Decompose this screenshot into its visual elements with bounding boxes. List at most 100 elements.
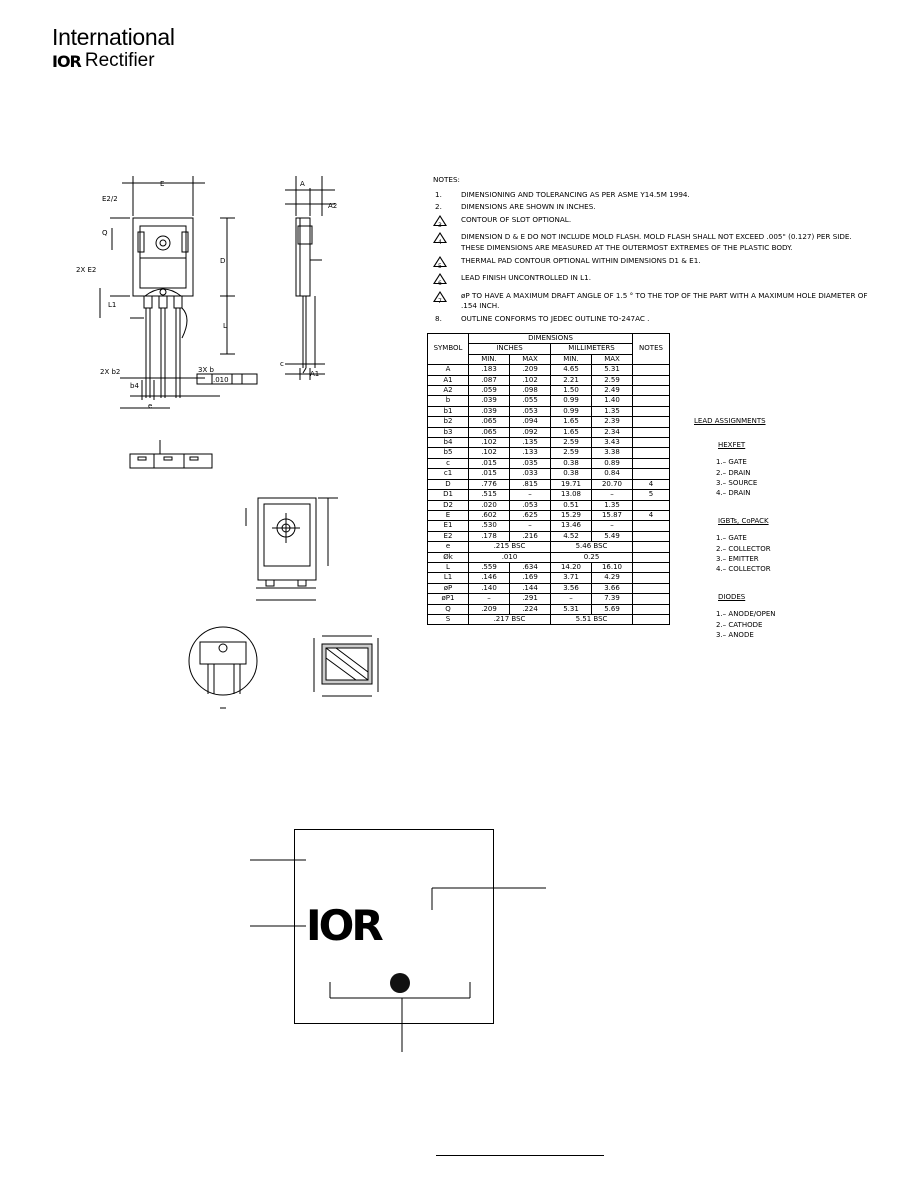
table-cell: .140: [468, 582, 510, 595]
lead-group-title: DIODES: [718, 593, 746, 602]
th-notes: NOTES: [632, 332, 670, 366]
table-cell: b3: [427, 426, 469, 439]
th-mm-max: MAX: [591, 353, 633, 366]
table-cell: 4.29: [591, 572, 633, 584]
note-text: THERMAL PAD CONTOUR OPTIONAL WITHIN DIME…: [461, 255, 701, 265]
table-cell: 20.70: [591, 478, 633, 491]
table-cell: øP: [427, 582, 469, 595]
note-text: CONTOUR OF SLOT OPTIONAL.: [461, 214, 572, 224]
table-cell: b2: [427, 416, 469, 428]
table-cell: .020: [468, 499, 510, 511]
th-mm: MILLIMETERS: [550, 343, 633, 355]
table-cell: 5.51 BSC: [550, 613, 633, 626]
table-cell: .015: [468, 457, 510, 470]
table-cell: 4: [632, 478, 670, 491]
dim-label-e: e: [148, 402, 152, 410]
table-cell: .094: [509, 416, 551, 428]
table-cell: 0.84: [591, 468, 633, 480]
lead-group-title: IGBTs, CoPACK: [718, 517, 769, 526]
lead-group-title: HEXFET: [718, 441, 746, 450]
table-cell: [632, 561, 670, 574]
note-text: øP TO HAVE A MAXIMUM DRAFT ANGLE OF 1.5 …: [461, 290, 868, 311]
table-cell: .087: [468, 374, 510, 387]
table-cell: D: [427, 478, 469, 491]
table-cell: c: [427, 457, 469, 470]
note-text: LEAD FINISH UNCONTROLLED IN L1.: [461, 273, 592, 283]
table-cell: .055: [509, 395, 551, 407]
note-text: OUTLINE CONFORMS TO JEDEC OUTLINE TO-247…: [461, 313, 650, 323]
table-cell: øP1: [427, 593, 469, 605]
note-number: 3: [433, 214, 461, 231]
marking-dot: [390, 973, 410, 993]
dim-label-b2: 2X b2: [100, 368, 120, 376]
table-cell: [632, 499, 670, 511]
notes-header: NOTES:: [433, 175, 460, 184]
table-cell: .146: [468, 572, 510, 584]
lead-item: 3.– SOURCE: [716, 478, 758, 487]
table-cell: [632, 582, 670, 595]
package-outline-drawing: E E2/2 Q D 2X E2 L1 L 2X b2 3X b b4 .010…: [76, 176, 379, 709]
table-cell: 0.25: [550, 551, 633, 563]
table-cell: 1.50: [550, 385, 592, 397]
dim-label-A2: A2: [328, 202, 337, 210]
table-cell: .144: [509, 582, 551, 595]
note-number: 5: [433, 255, 461, 272]
table-cell: .135: [509, 437, 551, 449]
note-item: 2.DIMENSIONS ARE SHOWN IN INCHES.: [433, 202, 873, 213]
table-cell: .224: [509, 603, 551, 615]
table-cell: 4.52: [550, 530, 592, 543]
table-cell: e: [427, 541, 469, 553]
table-cell: [632, 426, 670, 439]
table-cell: [632, 603, 670, 615]
table-cell: 7.39: [591, 593, 633, 605]
table-cell: A1: [427, 374, 469, 387]
table-cell: b4: [427, 437, 469, 449]
table-cell: .102: [509, 374, 551, 387]
table-cell: [632, 457, 670, 470]
table-cell: 3.38: [591, 447, 633, 459]
table-cell: S: [427, 613, 469, 626]
brand-name-line1: International: [52, 24, 175, 50]
table-cell: [632, 572, 670, 584]
table-cell: [632, 541, 670, 553]
dim-label-Q: Q: [102, 229, 108, 237]
dim-label-c: c: [280, 360, 284, 368]
table-cell: 0.99: [550, 405, 592, 418]
table-cell: b1: [427, 405, 469, 418]
table-cell: 14.20: [550, 561, 592, 574]
table-cell: D1: [427, 489, 469, 501]
table-cell: .215 BSC: [468, 541, 551, 553]
table-row: E1.530–13.46–: [427, 520, 670, 532]
front-view: [99, 176, 258, 409]
table-cell: [632, 520, 670, 532]
dim-label-E2half: E2/2: [102, 195, 118, 203]
footer-rule: [436, 1155, 604, 1156]
table-cell: .035: [509, 457, 551, 470]
note-number: 4: [433, 232, 461, 248]
table-cell: 5.46 BSC: [550, 541, 633, 553]
lead-item: 2.– COLLECTOR: [716, 544, 771, 553]
table-cell: .065: [468, 426, 510, 439]
table-cell: [632, 385, 670, 397]
note-text: DIMENSIONING AND TOLERANCING AS PER ASME…: [461, 189, 690, 199]
pad-view: [245, 497, 338, 601]
delta-triangle-icon: [433, 214, 447, 226]
lead-item: 1.– ANODE/OPEN: [716, 610, 776, 619]
table-cell: 15.29: [550, 509, 592, 522]
table-cell: 13.08: [550, 489, 592, 501]
lead-assignments-title: LEAD ASSIGNMENTS: [694, 417, 766, 425]
table-cell: 16.10: [591, 561, 633, 574]
table-cell: 2.34: [591, 426, 633, 439]
table-cell: L1: [427, 572, 469, 584]
table-cell: D2: [427, 499, 469, 511]
table-cell: .209: [468, 603, 510, 615]
